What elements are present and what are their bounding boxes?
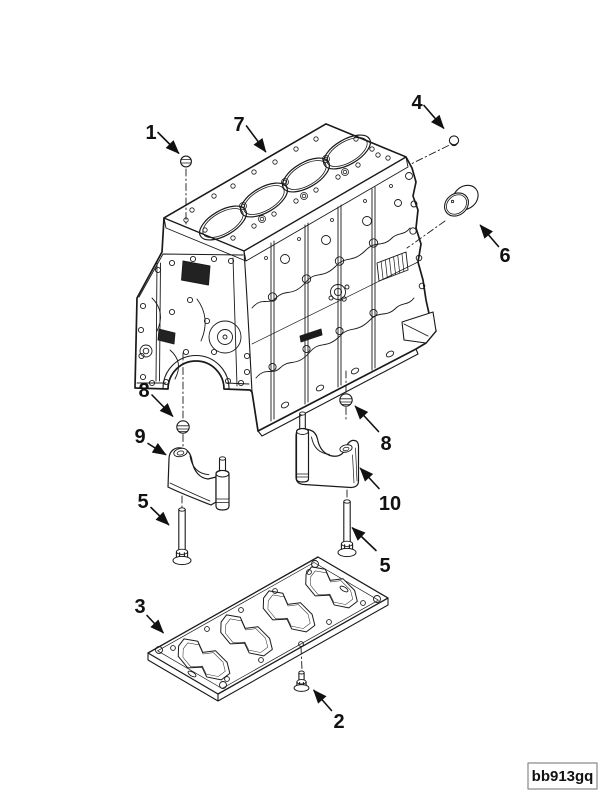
callouts: 1 7 4 6 8 9 5	[134, 92, 510, 733]
callout-8-left-label: 8	[138, 380, 149, 402]
callout-2-label: 2	[333, 711, 344, 733]
camshaft-bushing-part	[444, 184, 479, 217]
centerlines	[181, 145, 449, 671]
cap-bolt-right-part	[337, 499, 357, 558]
callout-5-right: 5	[351, 527, 391, 577]
bearing-cap-left-part	[167, 447, 230, 511]
callout-10-label: 10	[379, 493, 401, 515]
bearing-cap-right-part	[295, 411, 360, 489]
expansion-plug-left-part	[176, 420, 190, 434]
callout-6-label: 6	[499, 245, 510, 267]
callout-8-right-label: 8	[380, 433, 391, 455]
cylinder-bores	[199, 134, 371, 241]
grooved-pad	[376, 251, 409, 282]
ladder-frame-part	[147, 556, 389, 702]
slot-dark-1	[181, 260, 211, 286]
callout-1: 1	[145, 122, 180, 154]
callout-8-right: 8	[354, 405, 392, 455]
callout-8-left: 8	[138, 380, 174, 418]
cup-plug-part	[180, 155, 192, 168]
callout-2: 2	[313, 689, 345, 733]
front-face-detail	[251, 172, 437, 437]
callout-7: 7	[233, 114, 267, 153]
ball-plug-part	[448, 135, 460, 147]
figure-code: bb913gq	[532, 768, 594, 785]
callout-4-label: 4	[411, 92, 423, 114]
callout-9: 9	[134, 426, 167, 456]
callout-5-right-label: 5	[379, 555, 390, 577]
engine-block-art	[134, 123, 437, 437]
callout-10: 10	[359, 467, 401, 515]
stamp-pad	[299, 328, 323, 343]
callout-5-left: 5	[137, 491, 170, 526]
callout-4: 4	[411, 92, 445, 130]
callout-6: 6	[479, 224, 511, 267]
callout-3-label: 3	[134, 596, 145, 618]
slot-dark-2	[157, 328, 176, 345]
callout-3: 3	[134, 596, 164, 634]
figure-code-box: bb913gq	[527, 762, 598, 790]
left-face-detail	[136, 253, 251, 390]
callout-7-label: 7	[233, 114, 244, 136]
callout-1-label: 1	[145, 122, 156, 144]
callout-9-label: 9	[134, 426, 145, 448]
expansion-plug-right-part	[339, 393, 353, 407]
flange-bolt-part	[293, 670, 310, 692]
callout-5-left-label: 5	[137, 491, 148, 513]
cap-bolt-left-part	[172, 507, 192, 566]
